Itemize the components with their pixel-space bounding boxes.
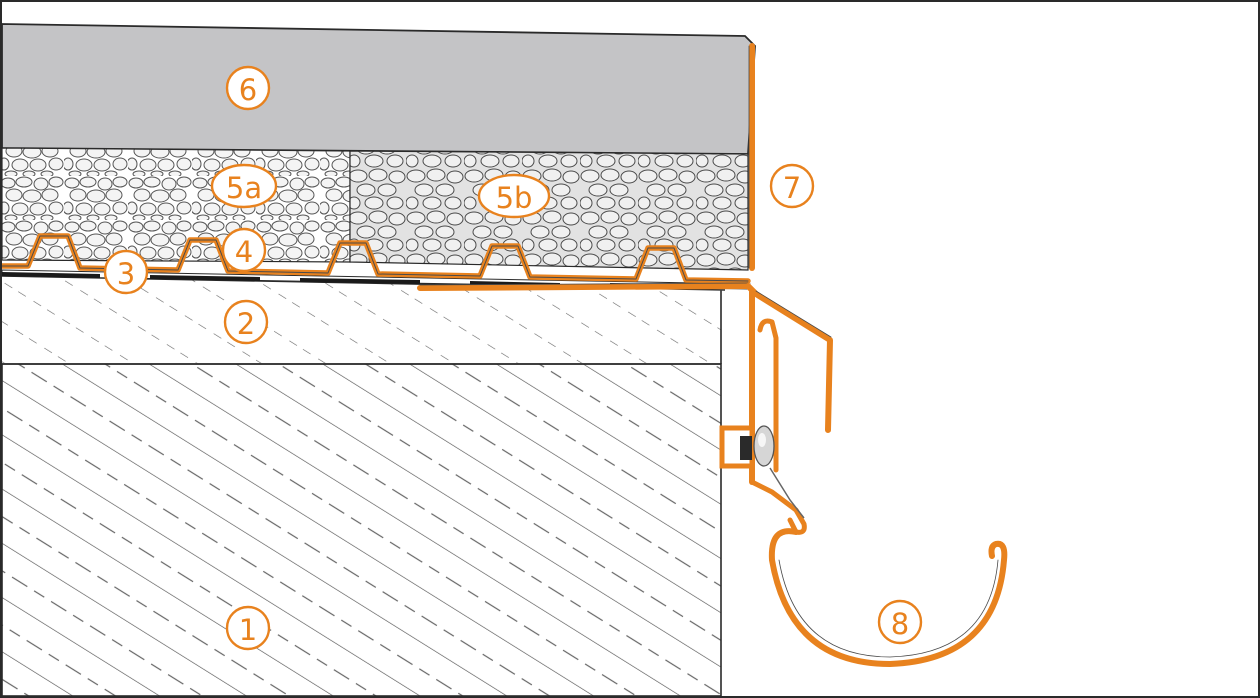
svg-text:3: 3 xyxy=(117,257,135,291)
callout-6: 6 xyxy=(225,65,271,111)
callout-4: 4 xyxy=(221,227,267,273)
callout-7: 7 xyxy=(769,163,815,209)
svg-text:5a: 5a xyxy=(226,171,262,205)
screed-layer xyxy=(2,276,725,364)
callout-1: 1 xyxy=(225,605,271,651)
callout-2: 2 xyxy=(223,299,269,345)
concrete-deck-layer xyxy=(2,364,721,696)
gravel-bedding-fine xyxy=(1,147,351,263)
callout-5b: 5b xyxy=(477,173,551,219)
callout-5a: 5a xyxy=(210,163,278,209)
svg-text:1: 1 xyxy=(239,613,257,647)
svg-text:4: 4 xyxy=(235,235,253,269)
callout-3: 3 xyxy=(103,249,149,295)
half-round-gutter xyxy=(768,528,1008,667)
paving-slab xyxy=(1,23,756,155)
edge-trim-profile xyxy=(417,43,833,535)
svg-text:8: 8 xyxy=(891,607,909,641)
svg-text:5b: 5b xyxy=(496,181,533,215)
callout-8: 8 xyxy=(877,599,923,645)
svg-text:2: 2 xyxy=(237,307,255,341)
drainage-mat-edge xyxy=(1,235,749,282)
svg-text:7: 7 xyxy=(783,171,801,205)
svg-text:6: 6 xyxy=(239,73,257,107)
gravel-bedding-coarse xyxy=(349,150,749,271)
